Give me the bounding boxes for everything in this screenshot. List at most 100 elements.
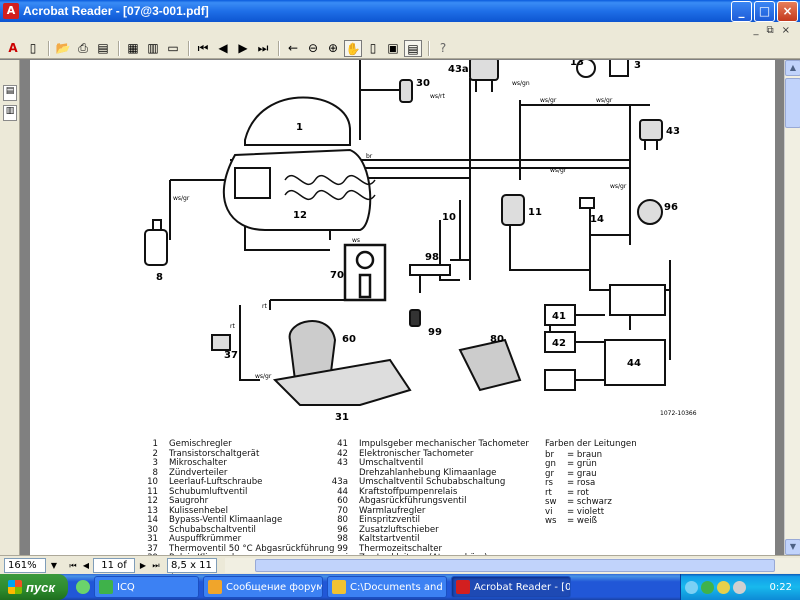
line-color-label: ws/gr [610,183,627,190]
label-60: 60 [342,334,356,345]
vertical-scrollbar[interactable]: ▲ ▼ [784,60,800,555]
legend-text: = braun [567,449,603,460]
legend-text: = rot [567,487,589,498]
scroll-up-button[interactable]: ▲ [785,60,800,76]
fit-page-icon[interactable]: ▣ [387,41,399,55]
zoom-out-icon[interactable]: ⊖ [307,41,319,55]
volume-icon[interactable] [733,580,746,594]
next-page-icon[interactable]: ▶ [139,560,147,570]
zoom-in-icon[interactable]: ⊕ [327,41,339,55]
legend-text: Impulsgeber mechanischer Tachometer [359,439,529,449]
icq-tray-icon[interactable] [701,580,714,594]
print-icon[interactable]: ⎙ [78,41,88,55]
legend-text: Umschaltventil [359,458,424,468]
help-icon[interactable]: ? [439,41,447,55]
legend-number: 99 [337,543,348,554]
legend-number: 31 [147,534,158,544]
legend-text: Zündverteiler [169,467,228,478]
legend-row: ws= weiß [545,516,637,527]
legend-row: sw= schwarz [545,497,637,508]
label-14: 14 [590,214,604,225]
legend-text: Zusatzluftschieber [359,524,439,535]
security-icon[interactable] [717,580,730,594]
bookmarks-panel-icon[interactable]: ▥ [147,41,159,55]
folder-icon [332,580,346,594]
label-3: 3 [634,60,641,71]
doc-restore-button[interactable]: ⧉ [766,25,774,36]
first-page-icon[interactable]: ⏮ [197,41,209,55]
line-color-label: br [366,153,373,160]
actual-size-icon[interactable]: ▯ [369,41,377,55]
network-icon[interactable] [685,580,698,594]
legend-number: gn [545,459,556,469]
label-31: 31 [335,412,349,423]
horizontal-scroll-thumb[interactable] [255,558,775,572]
legend-number: 96 [337,524,348,535]
label-98: 98 [425,252,439,263]
prev-page-icon[interactable]: ◀ [218,41,228,55]
legend-number: i [330,553,348,555]
label-42: 42 [552,338,566,349]
thumbnails-tab[interactable]: ▥ [3,105,17,121]
bookmarks-tab[interactable]: ▤ [3,85,17,101]
label-37: 37 [224,350,238,361]
open-icon[interactable]: 📂 [55,41,71,55]
acrobat-icon[interactable]: A [8,41,18,55]
maximize-button[interactable]: □ [754,0,775,22]
line-color-label: ws/gr [173,195,190,202]
legend-text: Warmlaufregler [359,505,426,516]
scroll-down-button[interactable]: ▼ [785,539,800,555]
legend-number: sw [545,497,557,507]
label-43a: 43a [448,64,469,75]
figure-code: 1072-10366 [660,410,697,417]
last-page-icon[interactable]: ⏭ [152,560,160,570]
pdf-page: 1 8 10 11 12 13 14 30 31 37 41 42 43 43a… [30,60,775,555]
toolbar-separator [188,41,190,56]
status-bar: 161% ▼ ⏮ ◀ 11 of 21 ▶ ⏭ 8,5 x 11 in [0,555,800,584]
line-color-label: ws/gn [512,80,530,87]
document-view[interactable]: 1 8 10 11 12 13 14 30 31 37 41 42 43 43a… [20,60,784,555]
toolbar-separator [278,41,280,56]
fit-width-icon[interactable]: ▤ [404,40,422,57]
legend-number: 80 [337,515,348,525]
close-button[interactable]: × [777,0,798,22]
zoom-field[interactable]: 161% [4,557,46,573]
scroll-thumb[interactable] [785,78,800,128]
icq-quicklaunch-icon[interactable] [76,580,90,594]
toolbar-separator [428,41,430,56]
back-icon[interactable]: ← [287,41,299,55]
doc-close-button[interactable]: × [781,25,790,36]
bookmark-icon[interactable]: ▯ [29,41,37,55]
task-acrobat-reader[interactable]: Acrobat Reader - [07.... [451,576,571,598]
page-number-field[interactable]: 11 of 21 [93,557,135,584]
last-page-icon[interactable]: ⏭ [257,41,269,55]
legend-row: iZur Leckleitung (Atmosphäre) [330,553,529,555]
task-explorer[interactable]: C:\Documents and Se... [327,576,447,598]
label-12: 12 [293,210,307,221]
task-icq[interactable]: ICQ [94,576,199,598]
doc-minimize-button[interactable]: _ [753,25,759,36]
thumbnails-icon[interactable]: ▦ [127,41,139,55]
legend-text: = rosa [567,478,596,488]
line-color-label: ws/gr [596,97,613,104]
label-8: 8 [156,272,163,283]
horizontal-scrollbar[interactable] [225,557,800,573]
first-page-icon[interactable]: ⏮ [69,560,77,570]
label-30: 30 [416,78,430,89]
save-icon[interactable]: ▤ [97,41,109,55]
zoom-dropdown-icon[interactable]: ▼ [50,560,58,570]
two-page-icon[interactable]: ▭ [167,41,179,55]
line-color-label: ws [352,237,360,244]
hand-icon[interactable]: ✋ [344,40,362,57]
next-page-icon[interactable]: ▶ [238,41,248,55]
prev-page-icon[interactable]: ◀ [82,560,90,570]
menu-bar: _ ⧉ × [0,22,800,39]
minimize-button[interactable]: _ [731,0,752,22]
start-button[interactable]: пуск [0,574,68,600]
task-forum-message[interactable]: Сообщение форума ... [203,576,323,598]
